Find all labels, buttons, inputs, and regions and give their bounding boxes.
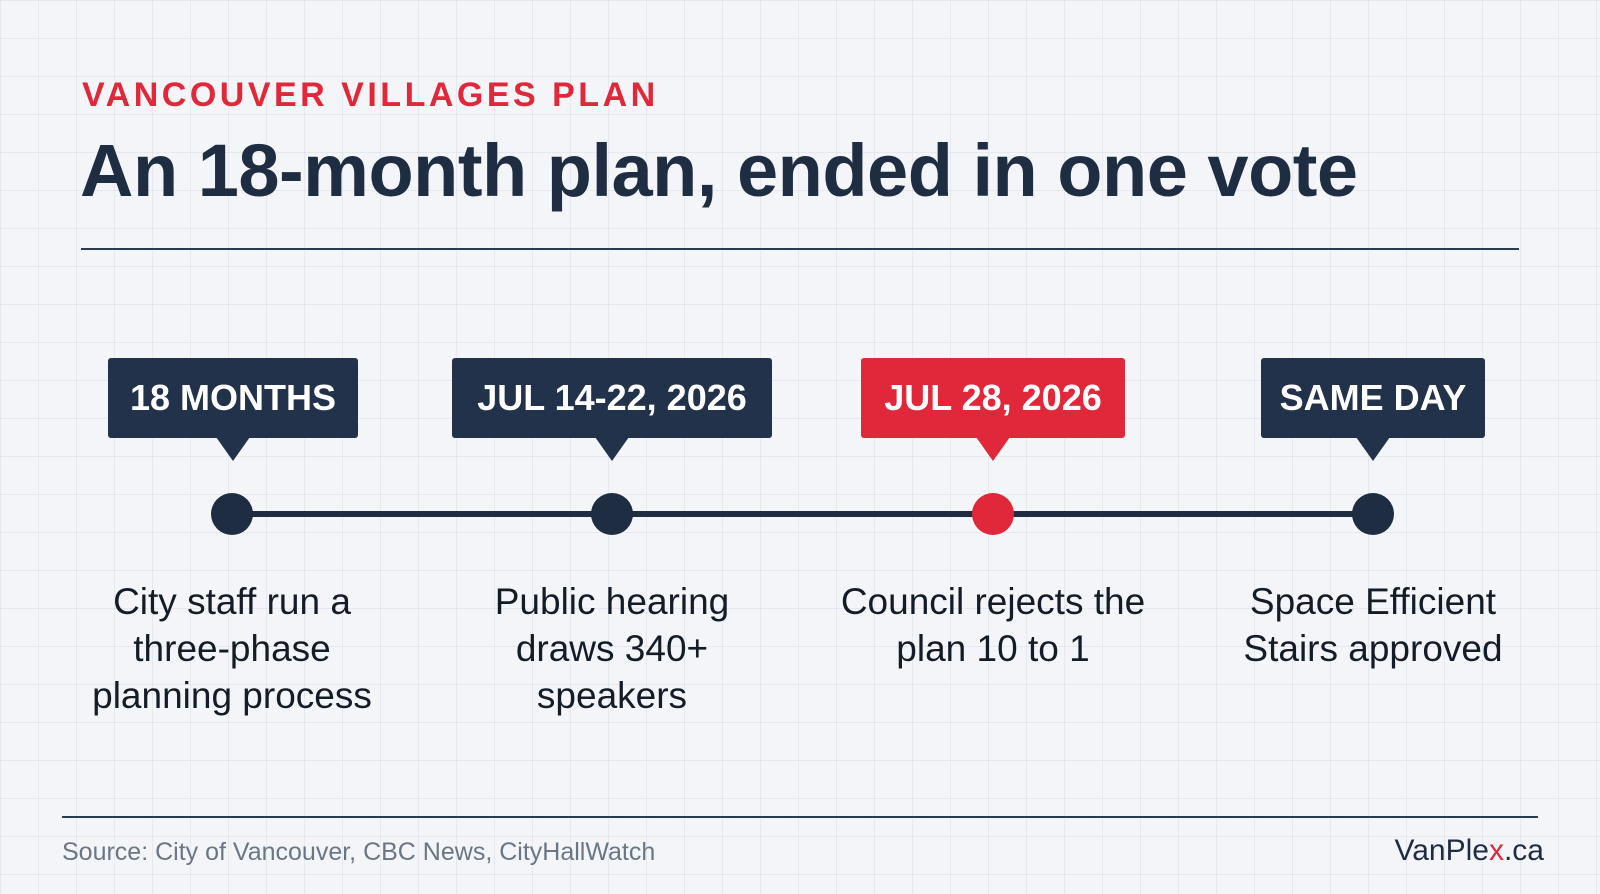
timeline-tag-2-label: JUL 14-22, 2026	[477, 377, 747, 418]
timeline-description-4: Space Efficient Stairs approved	[1243, 581, 1503, 669]
timeline-dot-1	[211, 493, 253, 535]
brand-logo: VanPlex.ca	[1394, 834, 1544, 868]
tag-pointer	[976, 437, 1010, 461]
timeline-dot-3	[972, 493, 1014, 535]
timeline-line	[232, 511, 1374, 517]
timeline-dot-2	[591, 493, 633, 535]
timeline-tag-3: JUL 28, 2026	[861, 358, 1125, 461]
headline: An 18-month plan, ended in one vote	[80, 129, 1358, 212]
timeline-tag-2: JUL 14-22, 2026	[452, 358, 772, 461]
tag-pointer	[595, 437, 629, 461]
timeline-dot-4	[1352, 493, 1394, 535]
tag-pointer	[1356, 437, 1390, 461]
timeline-tag-3-label: JUL 28, 2026	[884, 377, 1102, 418]
top-divider	[81, 248, 1519, 250]
bottom-divider	[62, 816, 1538, 818]
timeline-tag-1-label: 18 MONTHS	[129, 377, 337, 418]
timeline-tag-4: SAME DAY	[1261, 358, 1485, 461]
kicker-label: VANCOUVER VILLAGES PLAN	[82, 76, 659, 114]
tag-pointer	[216, 437, 250, 461]
brand-suffix: .ca	[1503, 834, 1544, 867]
brand-x: x	[1488, 834, 1504, 867]
timeline-tag-4-label: SAME DAY	[1279, 377, 1467, 418]
timeline-description-3: Council rejects the plan 10 to 1	[840, 581, 1146, 669]
source-credit: Source: City of Vancouver, CBC News, Cit…	[62, 838, 656, 866]
timeline-description-2: Public hearing draws 340+ speakers	[494, 581, 730, 716]
timeline-description-1: City staff run a three-phase planning pr…	[92, 581, 372, 716]
timeline-tag-1: 18 MONTHS	[108, 358, 358, 461]
brand-prefix: VanPle	[1394, 834, 1489, 867]
